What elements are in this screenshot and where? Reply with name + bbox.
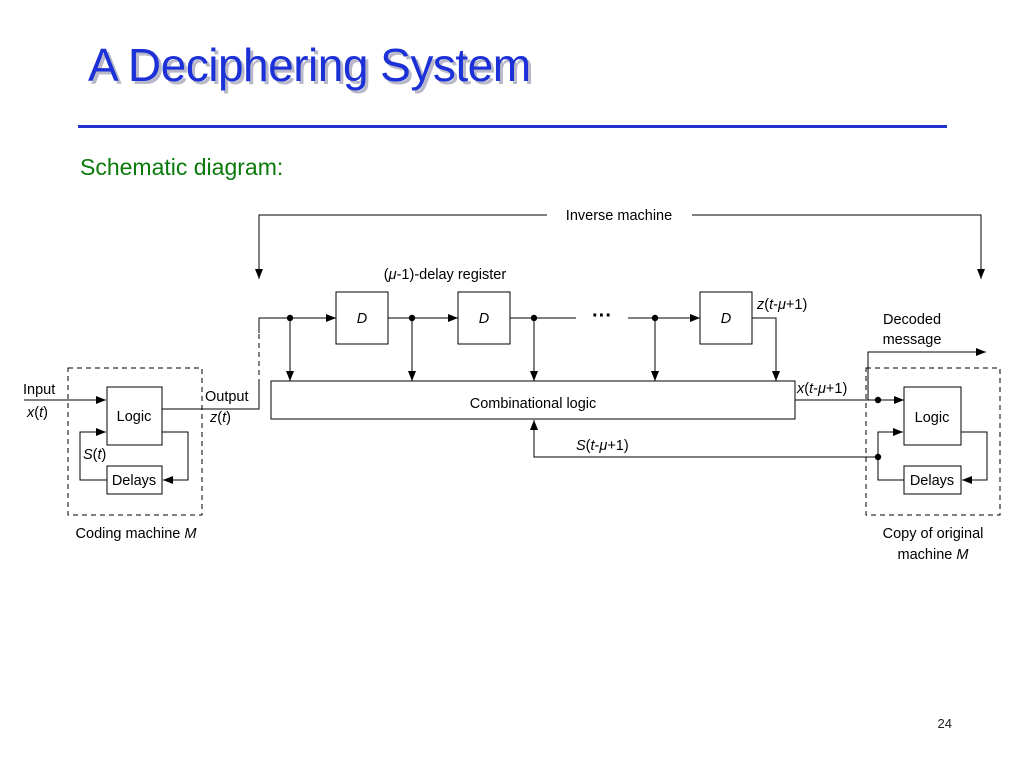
combinational-logic-label: Combinational logic — [470, 396, 597, 412]
delay-box-1 — [335, 291, 389, 345]
copy-delays-box — [903, 465, 962, 495]
junction-dot — [874, 453, 882, 461]
copy-logic-box — [903, 386, 962, 446]
delay-box-2-label: D — [479, 311, 489, 327]
inverse-machine-label: Inverse machine — [566, 208, 672, 224]
copy-logic-label: Logic — [915, 410, 950, 426]
output-line — [162, 384, 260, 410]
coding-machine-caption: Coding machine M — [76, 526, 198, 542]
register-ellipsis: ··· — [592, 305, 612, 327]
coding-state-loop — [162, 431, 189, 484]
delay-box-3 — [699, 291, 753, 345]
copy-state-loop — [961, 431, 988, 484]
coding-logic-label: Logic — [117, 409, 152, 425]
junction-dot — [408, 314, 416, 322]
coding-logic-box — [106, 386, 163, 446]
delay-box-2 — [457, 291, 511, 345]
decoded-message-label-line1: Decoded — [883, 312, 941, 328]
output-line — [258, 317, 290, 333]
coding-delays-box — [106, 465, 163, 495]
state-feedback-label: S(t-μ+1) — [576, 438, 629, 454]
decoded-message-label-line2: message — [883, 332, 942, 348]
output-z-label: z(t) — [209, 410, 231, 426]
inverse-machine-line — [692, 214, 982, 279]
page-number: 24 — [937, 716, 952, 731]
coding-delays-label: Delays — [112, 473, 156, 489]
copy-machine-caption-line1: Copy of original — [883, 526, 984, 542]
junction-dot — [874, 396, 882, 404]
copy-delays-label: Delays — [910, 473, 954, 489]
copy-machine-caption-line2: machine M — [898, 547, 970, 563]
state-s-label: S(t) — [83, 447, 106, 463]
junction-dot — [286, 314, 294, 322]
coding-machine-boundary — [67, 367, 203, 516]
input-label: Input — [23, 382, 55, 398]
output-label: Output — [205, 389, 249, 405]
title-underline — [78, 125, 947, 128]
z-output-label: z(t-μ+1) — [756, 297, 807, 313]
input-x-label: x(t) — [26, 405, 48, 421]
coding-state-feedback — [79, 428, 107, 481]
x-output-label: x(t-μ+1) — [796, 381, 847, 397]
copy-state-feedback — [877, 428, 904, 481]
slide-subtitle: Schematic diagram: — [80, 154, 284, 180]
delay-box-3-label: D — [721, 311, 731, 327]
slide-title: A Deciphering System — [88, 39, 531, 91]
junction-dot — [530, 314, 538, 322]
register-output-line — [752, 317, 780, 381]
junction-dot — [651, 314, 659, 322]
copy-machine-boundary — [865, 367, 1001, 516]
delay-box-1-label: D — [357, 311, 367, 327]
state-feedback-line — [530, 420, 878, 458]
delay-register-label: (μ-1)-delay register — [384, 267, 507, 283]
decoded-message-line — [867, 348, 986, 400]
